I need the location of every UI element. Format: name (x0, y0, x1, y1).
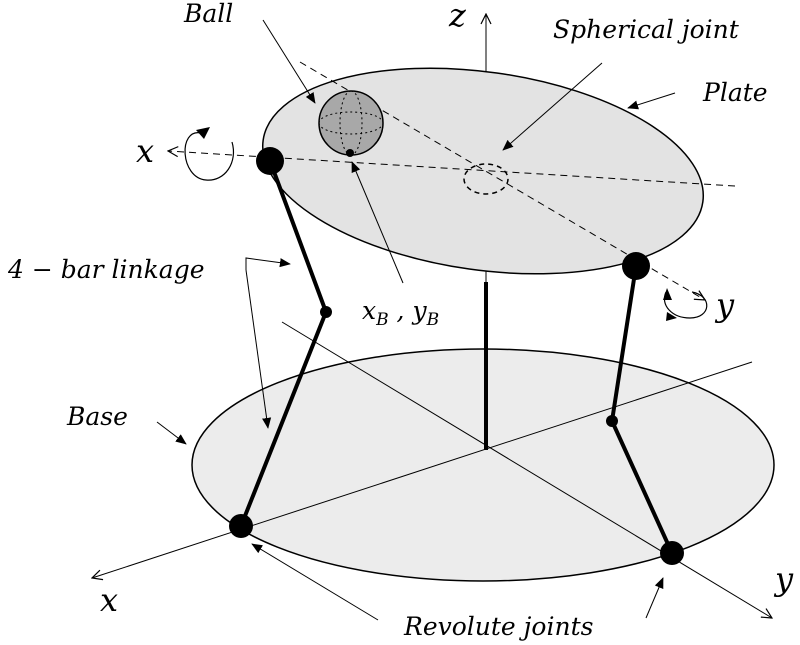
revolute-joint-right (660, 541, 684, 565)
label-y-upper: y (714, 286, 735, 324)
label-x-upper: x (136, 132, 154, 170)
label-x-lower: x (100, 581, 118, 619)
label-y-lower: y (773, 560, 794, 598)
revolute-joint-left (229, 514, 253, 538)
base-ellipse (191, 348, 775, 582)
linkage-left-mid-joint (320, 306, 332, 318)
leader-lines (156, 19, 676, 621)
linkage-left (229, 159, 332, 538)
ball-contact-point (346, 149, 354, 157)
label-revolute-joints: Revolute joints (403, 612, 593, 641)
spherical-joint-icon (463, 163, 509, 195)
linkage-right-mid-joint (606, 415, 618, 427)
label-z: z (448, 0, 467, 34)
label-plate: Plate (702, 78, 768, 107)
label-4-bar-linkage: 4 − bar linkage (7, 255, 205, 284)
labels: z Ball Spherical joint Plate x y 4 − bar… (7, 0, 794, 641)
plate-group (168, 61, 736, 300)
rotation-arrow-x-icon (184, 127, 234, 181)
ball-icon (318, 90, 384, 156)
linkage-right (606, 264, 684, 565)
base-group (92, 321, 775, 618)
label-base: Base (66, 402, 128, 431)
base-x-axis (92, 361, 753, 578)
label-spherical-joint: Spherical joint (553, 15, 740, 44)
base-y-axis (281, 321, 772, 618)
label-ball-position: xB , yB (362, 296, 439, 330)
label-ball: Ball (183, 0, 233, 28)
rotation-arrow-y-icon (663, 288, 708, 321)
